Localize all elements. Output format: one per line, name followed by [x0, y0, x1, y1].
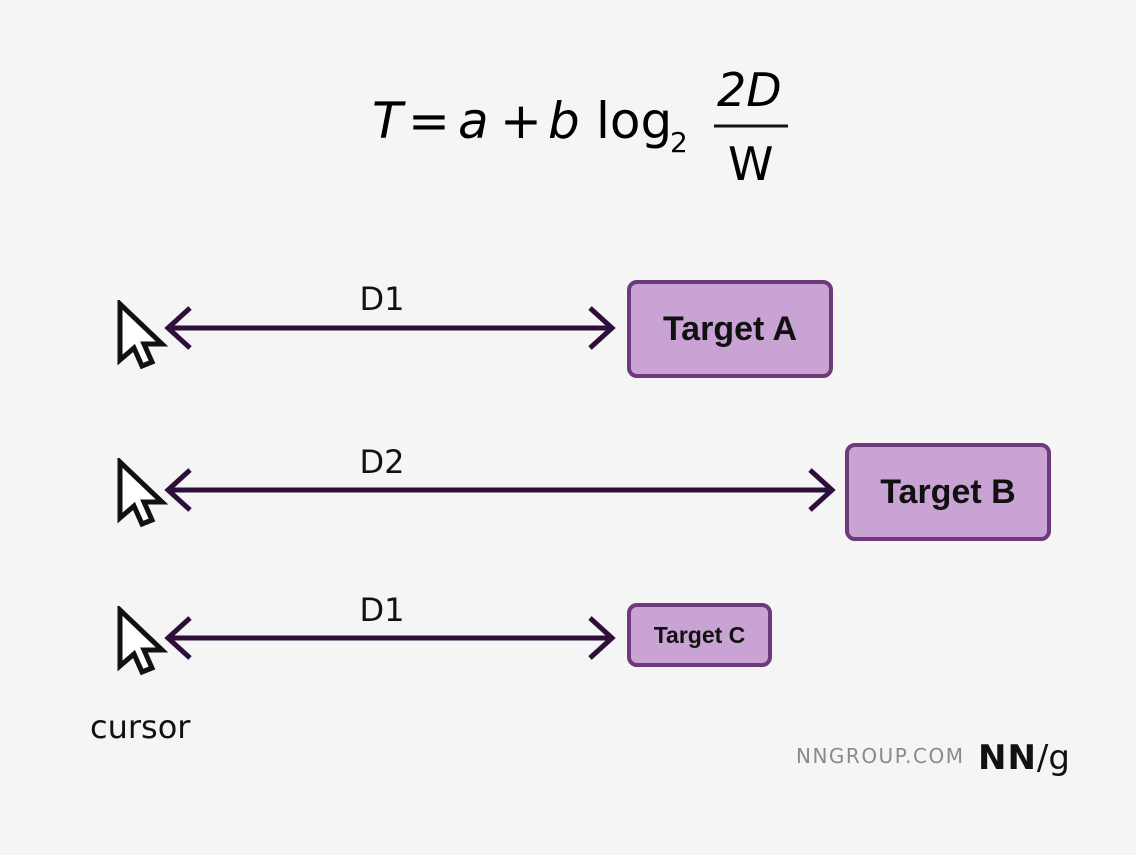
target-c[interactable]: Target C	[627, 603, 772, 667]
cursor-caption: cursor	[90, 708, 191, 746]
logo-nn: NN	[978, 738, 1037, 778]
formula-log-base: 2	[670, 126, 688, 159]
target-c-label: Target C	[653, 621, 746, 648]
distance-label-d1: D1	[359, 280, 405, 318]
distance-label-d1: D1	[359, 591, 405, 629]
target-a-label: Target A	[662, 309, 798, 348]
cursor-icon	[117, 300, 168, 370]
formula-T: T	[372, 92, 406, 150]
target-a[interactable]: Target A	[627, 280, 833, 378]
distance-label-d2: D2	[359, 443, 405, 481]
formula-a: a	[458, 92, 489, 150]
formula-plus: +	[500, 92, 542, 150]
target-b-label: Target B	[880, 472, 1016, 511]
nng-logo: NN/g	[978, 738, 1070, 778]
formula-denominator: W	[728, 137, 773, 191]
logo-g: g	[1048, 738, 1070, 778]
fitts-law-formula: T = a + b log 2 2D W	[0, 68, 1136, 198]
formula-b: b	[548, 92, 580, 150]
formula-log: log	[596, 92, 672, 150]
logo-slash: /	[1036, 738, 1049, 778]
formula-equals: =	[408, 92, 450, 150]
target-b[interactable]: Target B	[845, 443, 1051, 541]
distance-arrow	[164, 468, 836, 512]
distance-arrow	[164, 306, 616, 350]
cursor-icon	[117, 606, 168, 676]
distance-arrow	[164, 616, 616, 660]
formula-numerator: 2D	[717, 68, 782, 117]
cursor-icon	[117, 458, 168, 528]
site-credit: NNGROUP.COM	[796, 744, 965, 768]
